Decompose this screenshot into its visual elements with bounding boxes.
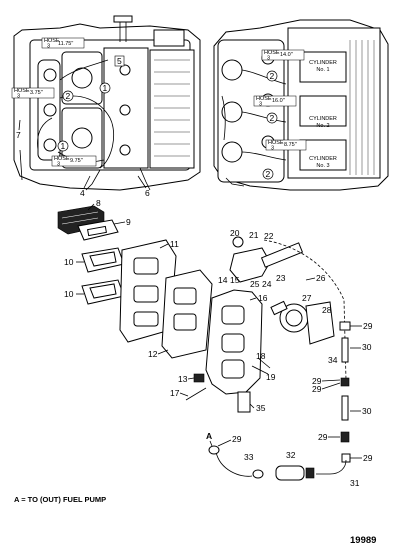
callout-7: 7 (16, 130, 21, 140)
callout-5: 5 (117, 56, 122, 66)
label-10a: 10 (64, 257, 74, 267)
label-29-4: 29 (318, 432, 328, 442)
cylinder-2-label: CYLINDER (309, 116, 337, 122)
label-21: 21 (249, 230, 259, 240)
callout-1: 1 (103, 83, 108, 93)
hose-number: 3 (47, 44, 50, 50)
label-10b: 10 (64, 289, 74, 299)
engine-side-view-right: HOSE 14.0" 3 HOSE 16.0" 3 HOSE 8.75" 3 C… (213, 19, 389, 191)
label-16: 16 (258, 293, 268, 303)
callout-2-right-c: 2 (266, 169, 271, 179)
label-26: 26 (316, 273, 326, 283)
hose-label-left-3: HOSE 9.75" 3 (51, 155, 97, 168)
label-29-3: 29 (312, 384, 322, 394)
label-19: 19 (266, 372, 276, 382)
label-29-1: 29 (363, 321, 373, 331)
hose-label-right-1: HOSE 14.0" 3 (261, 49, 305, 62)
callout-2-right-b: 2 (270, 113, 275, 123)
label-30a: 30 (362, 342, 372, 352)
label-25: 25 (250, 279, 260, 289)
label-9: 9 (126, 217, 131, 227)
label-8: 8 (96, 198, 101, 208)
svg-text:HOSE: HOSE (54, 156, 70, 162)
cylinder-3-label: CYLINDER (309, 156, 337, 162)
label-29-5: 29 (363, 453, 373, 463)
engine-side-view-left: HOSE 11.75" 3 HOSE 3.75" 3 HOSE 9.75" 3 … (11, 15, 201, 198)
hose-label-right-2: HOSE 16.0" 3 (253, 95, 297, 108)
svg-text:HOSE: HOSE (268, 140, 284, 146)
label-34: 34 (328, 355, 338, 365)
label-A: A (206, 431, 212, 441)
cylinder-1-number: No. 1 (316, 67, 329, 73)
hose-number: 3 (17, 94, 20, 100)
part-labels: 8 9 10 10 11 12 13 14 15 16 17 18 19 20 … (64, 198, 373, 488)
hose-length: 14.0" (280, 52, 293, 58)
hose-length: 3.75" (30, 90, 43, 96)
svg-text:HOSE: HOSE (44, 38, 60, 44)
callout-1b: 1 (61, 141, 66, 151)
figure-number: 19989 (350, 535, 377, 546)
hose-number: 3 (57, 162, 60, 168)
label-24: 24 (262, 279, 272, 289)
svg-text:HOSE: HOSE (264, 50, 280, 56)
label-33: 33 (244, 452, 254, 462)
label-13: 13 (178, 374, 188, 384)
footnote: A = TO (OUT) FUEL PUMP (14, 495, 107, 504)
cylinder-2-number: No. 2 (316, 123, 329, 129)
hose-label-left-2: HOSE 3.75" 3 (11, 87, 55, 100)
callout-4: 4 (80, 188, 85, 198)
hose-length: 11.75" (58, 41, 73, 47)
hose-label-left-1: HOSE 11.75" 3 (41, 37, 85, 50)
label-30b: 30 (362, 406, 372, 416)
label-17: 17 (170, 388, 180, 398)
label-35: 35 (256, 403, 266, 413)
hose-number: 3 (267, 56, 270, 62)
cylinder-3-number: No. 3 (316, 163, 329, 169)
hose-length: 16.0" (272, 98, 285, 104)
label-32: 32 (286, 450, 296, 460)
label-23: 23 (276, 273, 286, 283)
label-29-2: 29 (312, 376, 322, 386)
label-12: 12 (148, 349, 158, 359)
label-20: 20 (230, 228, 240, 238)
callout-2: 2 (66, 91, 71, 101)
hose-number: 3 (259, 102, 262, 108)
label-28: 28 (322, 305, 332, 315)
cylinder-1-label: CYLINDER (309, 60, 337, 66)
label-29-6: 29 (232, 434, 242, 444)
hose-number: 3 (271, 146, 274, 152)
svg-text:HOSE: HOSE (256, 96, 272, 102)
label-18: 18 (256, 351, 266, 361)
label-27: 27 (302, 293, 312, 303)
label-31: 31 (350, 478, 360, 488)
callout-6: 6 (145, 188, 150, 198)
callout-2-right-a: 2 (270, 71, 275, 81)
hose-label-right-3: HOSE 8.75" 3 (265, 139, 307, 152)
label-15: 15 (230, 275, 240, 285)
svg-text:HOSE: HOSE (14, 88, 30, 94)
hose-length: 9.75" (70, 158, 83, 164)
exploded-parts (57, 205, 351, 481)
label-22: 22 (264, 231, 274, 241)
hose-length: 8.75" (284, 142, 297, 148)
label-14: 14 (218, 275, 228, 285)
label-11: 11 (170, 239, 179, 249)
